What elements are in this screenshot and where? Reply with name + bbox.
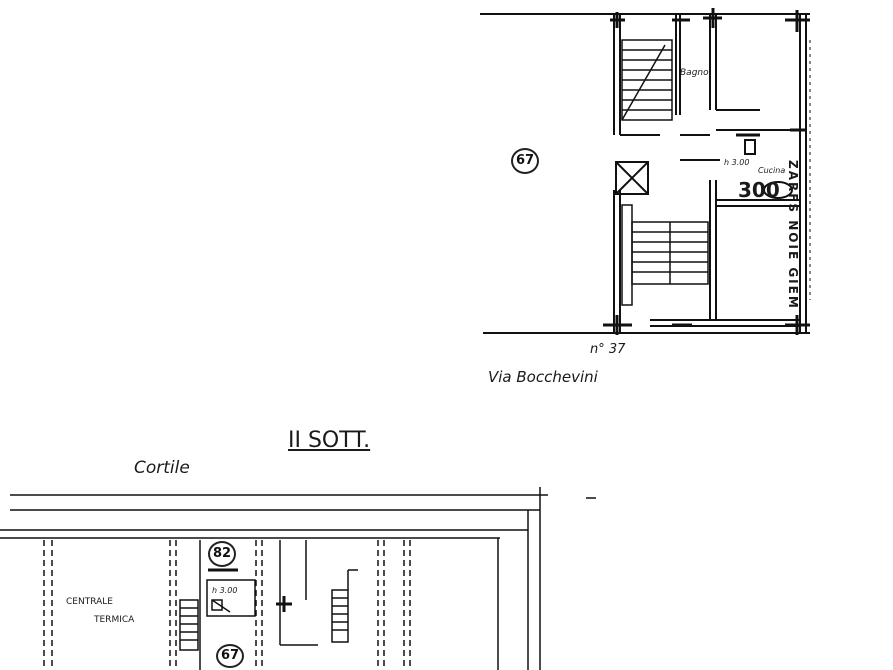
unit-badge-82: 82 xyxy=(208,541,236,567)
unit-badge-67-top: 67 xyxy=(511,148,539,174)
civic-number: n° 37 xyxy=(590,342,626,357)
unit-badge-text: 67 xyxy=(515,153,535,168)
room-label-centrale: CENTRALE xyxy=(66,597,113,607)
bottom-stairs xyxy=(179,579,349,651)
elevator-shaft xyxy=(615,161,649,195)
height-mark-top: h 3.00 xyxy=(724,158,750,167)
kitchen-fixtures xyxy=(744,139,793,199)
courtyard-label: Cortile xyxy=(134,458,190,478)
unit-badge-67-bottom: 67 xyxy=(216,644,244,668)
room-label-cucina: Cucina xyxy=(758,166,786,175)
top-stair-upper xyxy=(621,39,673,121)
room-label-termica: TERMICA xyxy=(94,615,135,625)
street-name: Via Bocchevini xyxy=(488,368,598,386)
bottom-plan-walls xyxy=(0,487,596,670)
room-number: 300 xyxy=(738,178,780,202)
side-note: ZARFS NOIE GIEM xyxy=(786,160,800,310)
top-stair-lower xyxy=(621,204,709,306)
floor-title: II SOTT. xyxy=(288,428,371,453)
room-label-bagno: Bagno xyxy=(680,68,709,78)
height-mark-bottom: h 3.00 xyxy=(212,586,238,595)
unit-badge-67-text: 67 xyxy=(220,648,240,663)
unit-badge-82-text: 82 xyxy=(212,546,232,561)
